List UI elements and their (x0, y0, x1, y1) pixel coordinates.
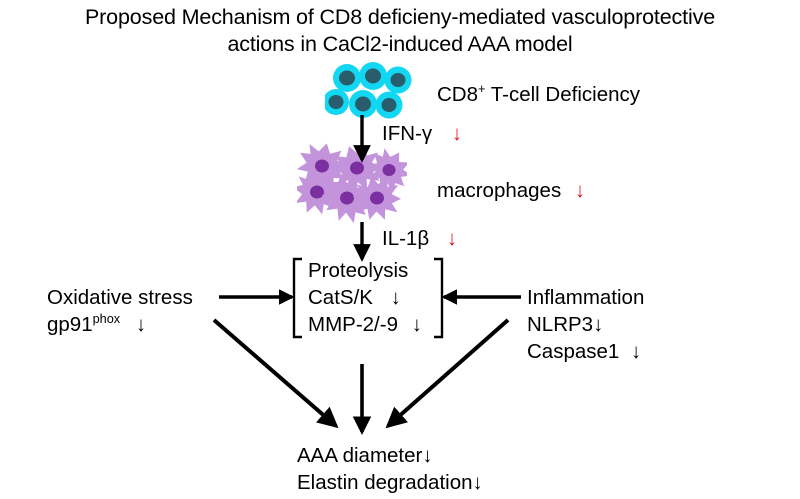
macrophage-5 (314, 166, 380, 225)
proteolysis-line-3: MMP-2/-9 ↓ (308, 312, 422, 337)
macrophage-cluster-icon (297, 140, 407, 225)
caspase1-label: Caspase1 ↓ (527, 339, 641, 364)
gp91phox-superscript: phox (92, 311, 121, 327)
oxidative-stress-label: Oxidative stress (47, 285, 193, 310)
tcell-label-base: CD8 (437, 83, 479, 106)
oxidative-stress-text: Oxidative stress (47, 286, 193, 309)
gp91phox-base: gp91 (47, 313, 93, 336)
macrophages-label: macrophages ↓ (437, 178, 585, 203)
tcell-6 (375, 91, 403, 119)
gp91phox-label: gp91phox ↓ (47, 312, 146, 337)
outcome-line-2: Elastin degradation↓ (297, 470, 483, 495)
nlrp3-text: NLRP3 (527, 313, 594, 336)
macrophage-4 (297, 166, 344, 218)
tcell-2 (359, 62, 387, 90)
macrophages-decrease-arrow-icon: ↓ (574, 179, 586, 202)
outcome-line-1: AAA diameter↓ (297, 443, 433, 468)
catsk-decrease-arrow-icon: ↓ (390, 286, 401, 309)
proteolysis-line-1-text: Proteolysis (308, 259, 409, 282)
il1b-label: IL-1β ↓ (382, 226, 457, 251)
ifng-label-text: IFN-γ (382, 122, 433, 145)
macrophage-2 (326, 140, 389, 199)
aaa-diameter-decrease-arrow-icon: ↓ (422, 444, 433, 467)
proteolysis-bracket-right (434, 257, 444, 339)
proteolysis-line-2-text: CatS/K (308, 286, 373, 309)
caspase1-text: Caspase1 (527, 340, 620, 363)
macrophage-6 (349, 170, 407, 225)
figure-title: Proposed Mechanism of CD8 deficieny-medi… (0, 4, 800, 58)
tcell-label: CD8+ T-cell Deficiency (437, 82, 640, 107)
edge-oxidative-to-outcome (212, 318, 339, 429)
elastin-degradation-text: Elastin degradation (297, 471, 473, 494)
inflammation-label: Inflammation (527, 285, 644, 310)
macrophages-label-text: macrophages (437, 179, 562, 202)
ifng-label: IFN-γ ↓ (382, 121, 462, 146)
nlrp3-decrease-arrow-icon: ↓ (593, 313, 604, 336)
tcell-5 (349, 90, 377, 118)
proteolysis-bracket-left (292, 257, 302, 339)
mmp-decrease-arrow-icon: ↓ (411, 313, 422, 336)
aaa-diameter-text: AAA diameter (297, 444, 423, 467)
inflammation-text: Inflammation (527, 286, 645, 309)
nlrp3-label: NLRP3↓ (527, 312, 603, 337)
figure-title-line-2: actions in CaCl2-induced AAA model (227, 32, 573, 56)
tcell-1 (333, 64, 361, 92)
proteolysis-line-1: Proteolysis (308, 258, 408, 283)
macrophage-3 (360, 141, 407, 200)
il1b-decrease-arrow-icon: ↓ (446, 227, 458, 250)
gp91phox-decrease-arrow-icon: ↓ (135, 313, 147, 336)
macrophage-1 (297, 140, 352, 195)
tcell-3 (384, 66, 412, 94)
figure-title-line-1: Proposed Mechanism of CD8 deficieny-medi… (84, 5, 716, 29)
tcell-label-superscript: + (478, 81, 486, 97)
edge-inflammation-to-outcome (385, 318, 510, 429)
tcell-cluster-icon (325, 62, 412, 119)
caspase1-decrease-arrow-icon: ↓ (631, 340, 642, 363)
il1b-label-text: IL-1β (382, 227, 430, 250)
tcell-4 (325, 89, 349, 115)
proteolysis-line-3-text: MMP-2/-9 (308, 313, 398, 336)
tcell-label-rest: T-cell Deficiency (485, 83, 640, 106)
elastin-degradation-decrease-arrow-icon: ↓ (472, 471, 483, 494)
proteolysis-line-2: CatS/K ↓ (308, 285, 401, 310)
ifng-decrease-arrow-icon: ↓ (451, 122, 463, 145)
